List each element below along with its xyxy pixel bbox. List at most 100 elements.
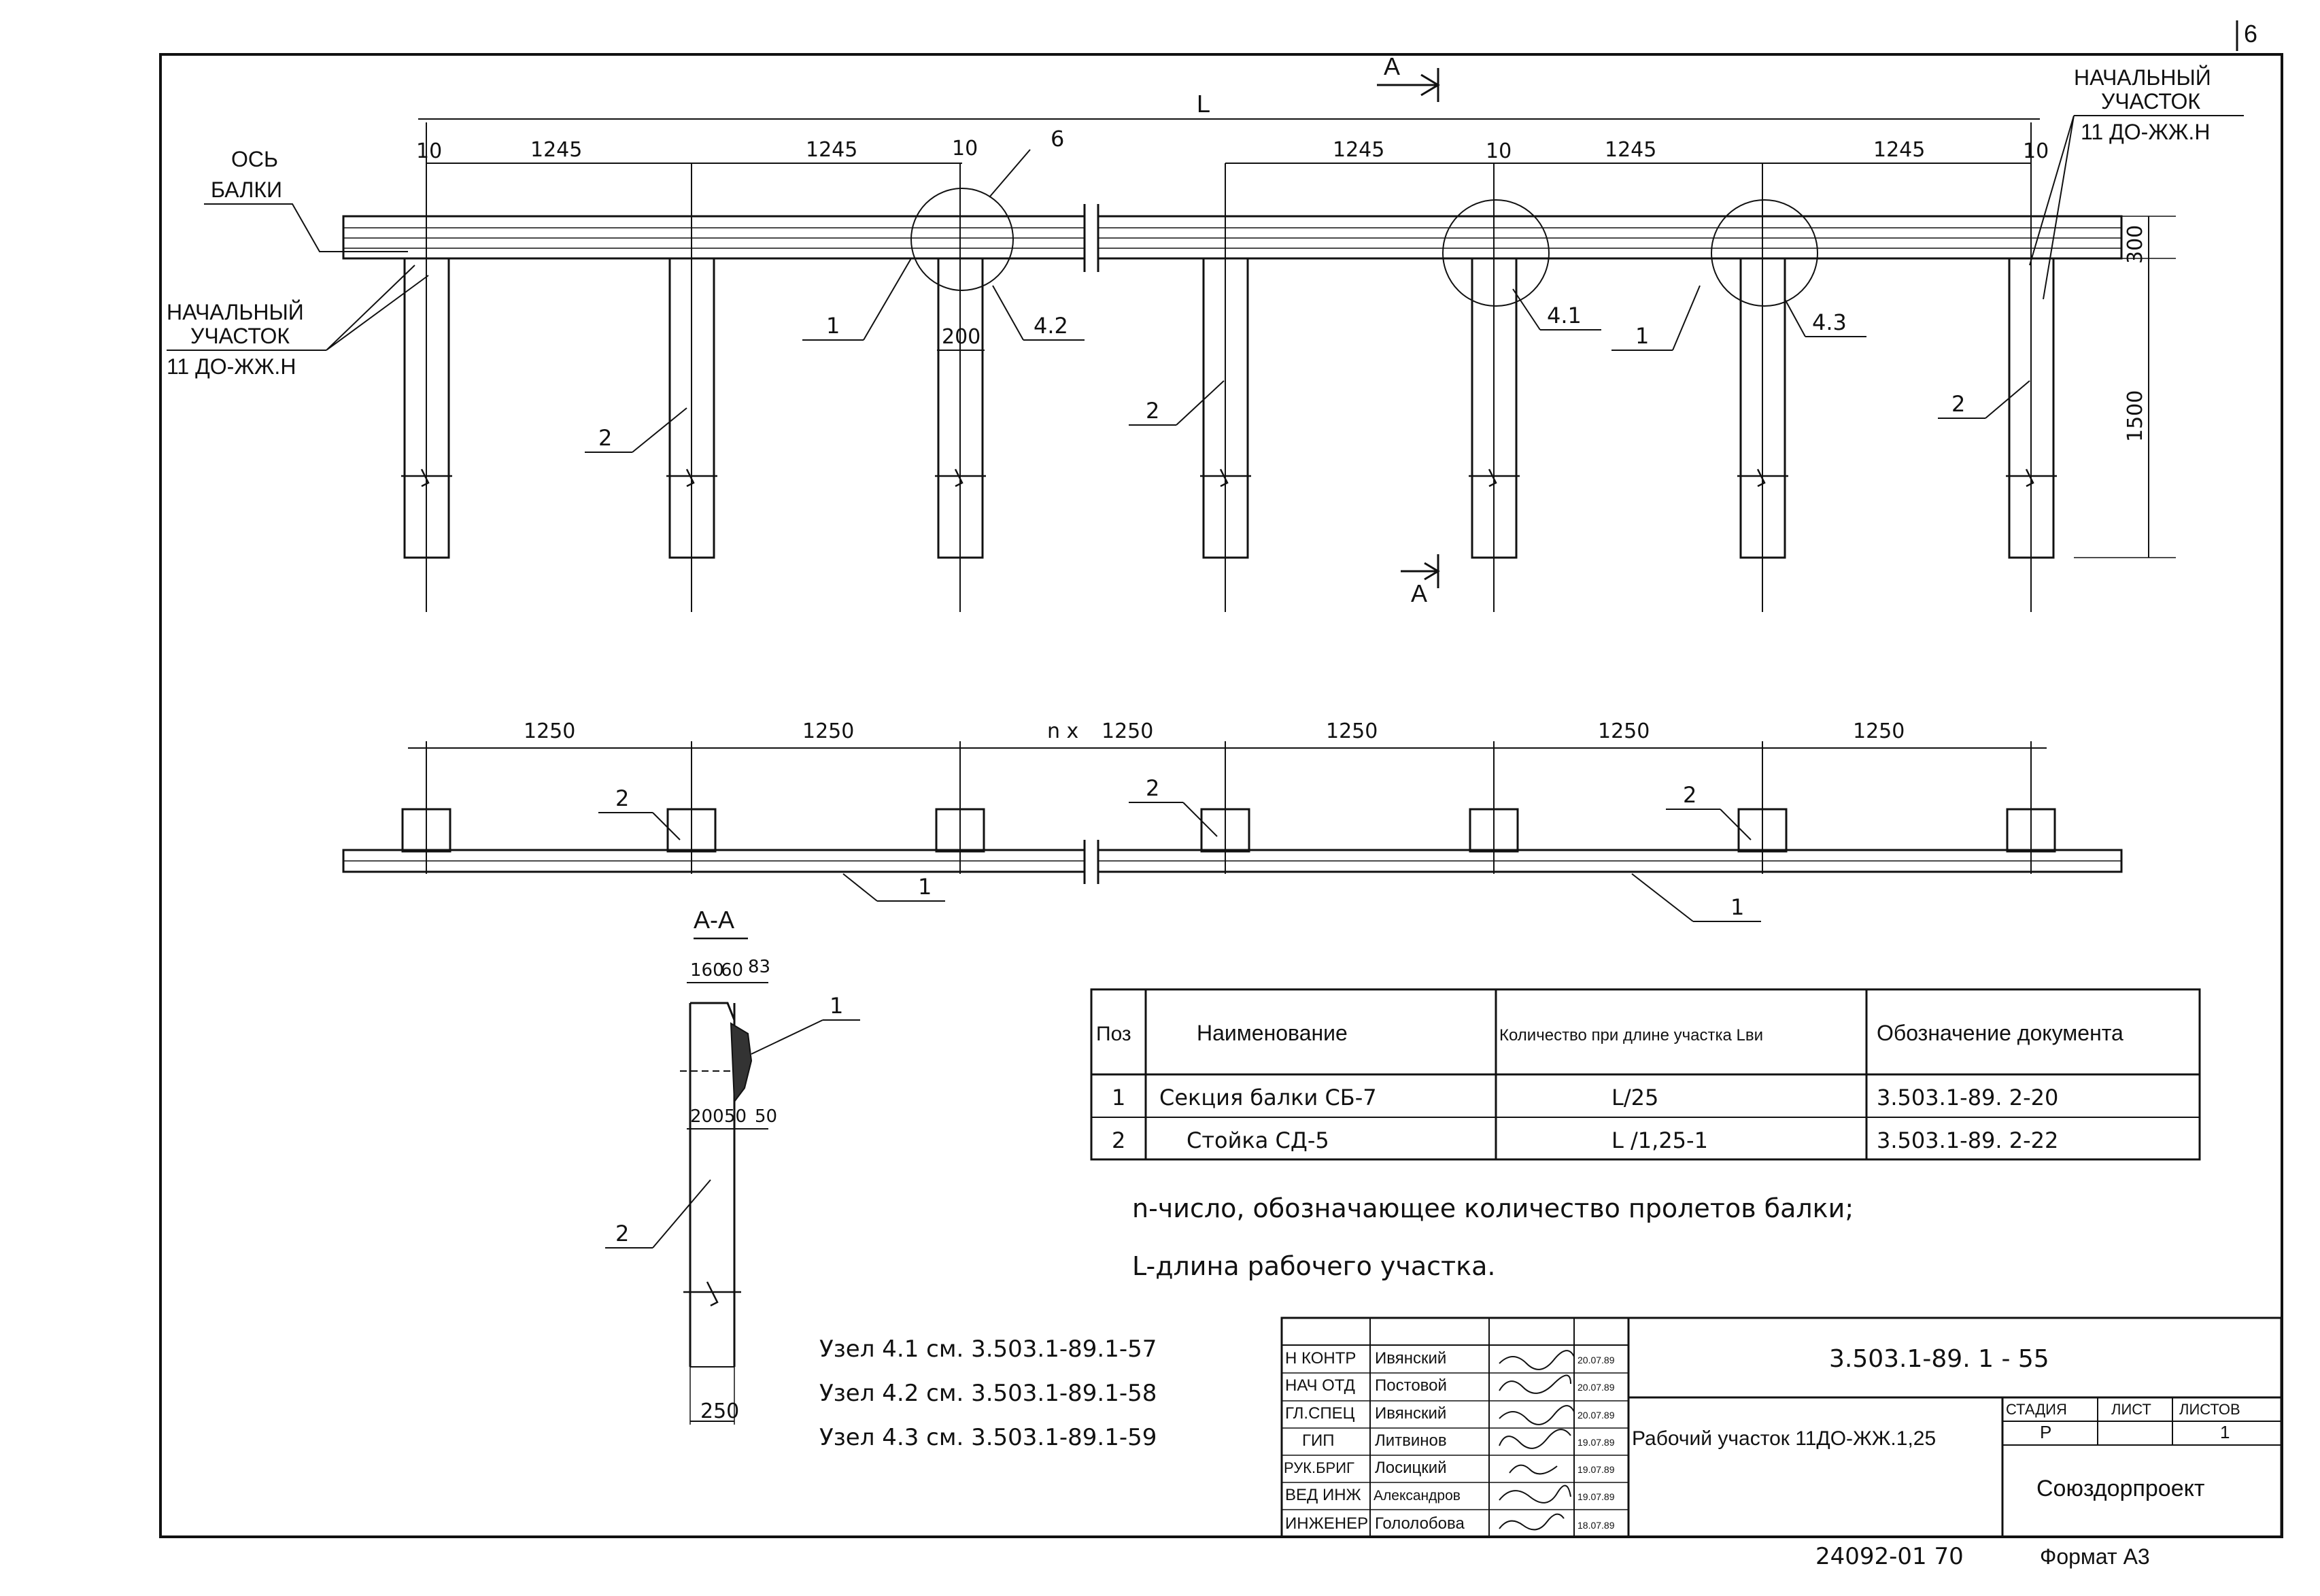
- post: [1200, 163, 1251, 612]
- tb-role: Н КОНТР: [1285, 1349, 1356, 1368]
- node-reference: Узел 4.2 см. 3.503.1-89.1-58: [819, 1380, 1157, 1407]
- callout: 2: [1666, 782, 1752, 841]
- length-symbol: L: [1197, 90, 1210, 118]
- tb-role: ГЛ.СПЕЦ: [1285, 1404, 1355, 1423]
- dim-span: 1245: [530, 138, 582, 162]
- post: [666, 163, 717, 612]
- tb-role: ГИП: [1302, 1431, 1335, 1450]
- node-reference: Узел 4.3 см. 3.503.1-89.1-59: [819, 1424, 1157, 1451]
- tb-date: 20.07.89: [1577, 1382, 1615, 1393]
- node-reference: Узел 4.1 см. 3.503.1-89.1-57: [819, 1336, 1157, 1363]
- post-top: [401, 741, 451, 874]
- svg-text:4.2: 4.2: [1034, 313, 1068, 339]
- signature: [1509, 1464, 1558, 1475]
- tb-role: ВЕД ИНЖ: [1285, 1486, 1361, 1504]
- note-line: n-число, обозначающее количество пролето…: [1132, 1193, 1854, 1223]
- dim-gap: 10: [2023, 139, 2049, 163]
- table-cell: 3.503.1-89. 2-20: [1877, 1085, 2058, 1110]
- callout: 2: [605, 1179, 711, 1249]
- callout: 2: [1129, 775, 1218, 837]
- elev-n-label: n x: [1047, 719, 1078, 743]
- dim-gap: 10: [416, 139, 442, 163]
- callout: 4.2: [992, 285, 1085, 341]
- svg-text:2: 2: [1683, 782, 1696, 808]
- signature: [1499, 1484, 1571, 1504]
- table-header: Обозначение документа: [1877, 1021, 2123, 1045]
- post-top: [1737, 741, 1788, 874]
- tb-date: 19.07.89: [1577, 1464, 1615, 1475]
- tb-stage: Р: [2040, 1422, 2051, 1442]
- table-cell: 3.503.1-89. 2-22: [1877, 1127, 2058, 1153]
- beam-right: [1097, 215, 2123, 260]
- table-header: Количество при длине участка Lви: [1499, 1026, 1763, 1045]
- elev-dim-span: 1250: [1598, 719, 1650, 743]
- section-mark-top: А: [1384, 52, 1400, 80]
- svg-text:4.3: 4.3: [1812, 309, 1847, 335]
- post-top: [1200, 741, 1250, 874]
- title-block: Н КОНТР Ивянский 20.07.89 НАЧ ОТД Постов…: [1280, 1317, 2283, 1538]
- footer-format: Формат А3: [2040, 1544, 2150, 1569]
- dim-span: 1245: [806, 138, 857, 162]
- callout: 1: [1631, 873, 1761, 922]
- svg-text:1: 1: [826, 313, 840, 339]
- section-dim-mid: 50: [755, 1106, 777, 1127]
- section-dim-top: 83: [748, 957, 770, 977]
- section-beam-hatch: [730, 1022, 753, 1104]
- tb-role: РУК.БРИГ: [1284, 1459, 1354, 1476]
- svg-text:1: 1: [830, 993, 843, 1019]
- post-top: [935, 741, 985, 874]
- signature: [1499, 1513, 1565, 1531]
- table-header: Наименование: [1197, 1021, 1348, 1045]
- elev-dim-span: 1250: [1853, 719, 1905, 743]
- post-top: [2006, 741, 2056, 874]
- tb-name: Литвинов: [1375, 1431, 1447, 1450]
- tb-row: [1282, 1372, 1628, 1510]
- callout: 1: [802, 258, 912, 341]
- table-cell: L /1,25-1: [1611, 1127, 1708, 1153]
- node-circle-4.2: [910, 188, 1014, 291]
- svg-text:1: 1: [1635, 323, 1649, 349]
- tb-name: Постовой: [1375, 1376, 1447, 1395]
- plan-view: 1245 1245 1245 1245 1245 10 10 10 10 200…: [167, 52, 2244, 612]
- start-section-label-right: 11 ДО-ЖЖ.Н: [2081, 120, 2210, 144]
- dim-span: 1245: [1605, 138, 1656, 162]
- leader-line: [204, 203, 408, 252]
- elev-dim-span: 1250: [1102, 719, 1153, 743]
- section-dim-mid: 50: [724, 1106, 747, 1127]
- dim-span: 1245: [1873, 138, 1925, 162]
- callout: 2: [1129, 380, 1225, 426]
- tb-sheets-header: ЛИСТОВ: [2179, 1401, 2240, 1418]
- signature: [1499, 1429, 1571, 1449]
- callout: 1: [1611, 285, 1701, 351]
- callout: 6: [989, 126, 1064, 198]
- tb-name: Ивянский: [1375, 1349, 1446, 1368]
- callout: 2: [1938, 380, 2030, 419]
- svg-text:2: 2: [1146, 775, 1159, 801]
- table-cell: Стойка СД-5: [1187, 1127, 1329, 1153]
- elev-dim-span: 1250: [1326, 719, 1378, 743]
- section-dim-top: 160: [690, 960, 724, 981]
- svg-text:2: 2: [615, 785, 629, 811]
- section-dim-mid: 200: [690, 1106, 724, 1127]
- tb-date: 19.07.89: [1577, 1437, 1615, 1448]
- start-section-label-left: 11 ДО-ЖЖ.Н: [167, 354, 296, 379]
- post: [1737, 163, 1788, 612]
- start-section-label-right: УЧАСТОК: [2101, 89, 2200, 114]
- section-title: А-А: [694, 906, 734, 934]
- svg-text:2: 2: [1146, 398, 1159, 424]
- table-cell: L/25: [1611, 1085, 1658, 1110]
- post: [935, 163, 986, 612]
- section-arrow-top: [1377, 68, 1440, 102]
- svg-text:2: 2: [1951, 391, 1965, 417]
- tb-date: 20.07.89: [1577, 1410, 1615, 1421]
- signature: [1499, 1374, 1571, 1394]
- table-cell: Секция балки СБ-7: [1159, 1085, 1377, 1110]
- sheet-frame: [159, 53, 2283, 1538]
- section-profile: [689, 1002, 736, 1367]
- tb-doc-code: 3.503.1-89. 1 - 55: [1829, 1345, 2049, 1373]
- tb-date: 20.07.89: [1577, 1355, 1615, 1365]
- tb-sheets: 1: [2220, 1422, 2230, 1442]
- sheet-corner-number: 6: [2244, 20, 2257, 48]
- callout: 4.3: [1784, 299, 1866, 337]
